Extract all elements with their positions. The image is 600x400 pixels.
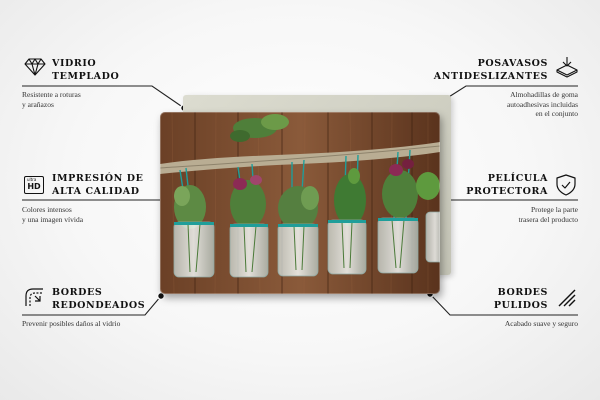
feature-vidrio-templado: VIDRIO TEMPLADO [52,57,119,83]
feature-bordes-pulidos: BORDES PULIDOS [494,286,548,312]
feature-impresion-desc: Colores intensos y una imagen vívida [22,205,172,224]
feature-title: VIDRIO TEMPLADO [52,58,120,82]
feature-bordes-redondeados-desc: Prevenir posibles daños al vidrio [22,319,222,329]
rounded-corner-icon [24,287,44,312]
feature-title: BORDES PULIDOS [493,287,548,311]
feature-description: Prevenir posibles daños al vidrio [22,319,121,328]
feature-pelicula-protectora: PELÍCULA PROTECTORA [466,172,548,198]
feature-pelicula-desc: Protege la parte trasera del producto [428,205,578,224]
feature-posavasos-desc: Almohadillas de goma autoadhesivas inclu… [428,90,578,119]
glass-coaster [160,112,440,294]
feature-description: Acabado suave y seguro [504,319,578,328]
feature-bordes-redondeados: BORDES REDONDEADOS [52,286,145,312]
connector-posavasos [443,85,578,101]
polished-edge-icon [557,288,577,313]
feature-description: Colores intensos y una imagen vívida [22,205,84,224]
connector-bordes-pulidos [429,293,578,316]
feature-impresion-alta-calidad: IMPRESIÓN DE ALTA CALIDAD [52,172,144,198]
connector-bordes-redondeados [22,295,162,316]
feature-bordes-pulidos-desc: Acabado suave y seguro [378,319,578,329]
diamond-icon [24,58,46,81]
shield-check-icon [556,174,576,201]
hanging-herb-jars-photo [160,112,440,294]
feature-description: Resistente a roturas y arañazos [22,90,81,109]
feature-title: PELÍCULA PROTECTORA [466,173,548,197]
ultra-hd-icon-top: ultra [27,177,37,182]
feature-description: Protege la parte trasera del producto [518,205,578,224]
ultra-hd-icon-main: HD [27,182,41,191]
ultra-hd-icon: ultra HD [24,176,44,194]
feature-title: IMPRESIÓN DE ALTA CALIDAD [52,173,144,197]
feature-posavasos-antideslizantes: POSAVASOS ANTIDESLIZANTES [434,57,548,83]
feature-description: Almohadillas de goma autoadhesivas inclu… [506,90,578,118]
feature-vidrio-desc: Resistente a roturas y arañazos [22,90,172,109]
feature-title: POSAVASOS ANTIDESLIZANTES [433,58,548,82]
anti-slip-pad-icon [556,56,578,83]
connector-vidrio [22,85,185,109]
feature-title: BORDES REDONDEADOS [52,287,146,311]
